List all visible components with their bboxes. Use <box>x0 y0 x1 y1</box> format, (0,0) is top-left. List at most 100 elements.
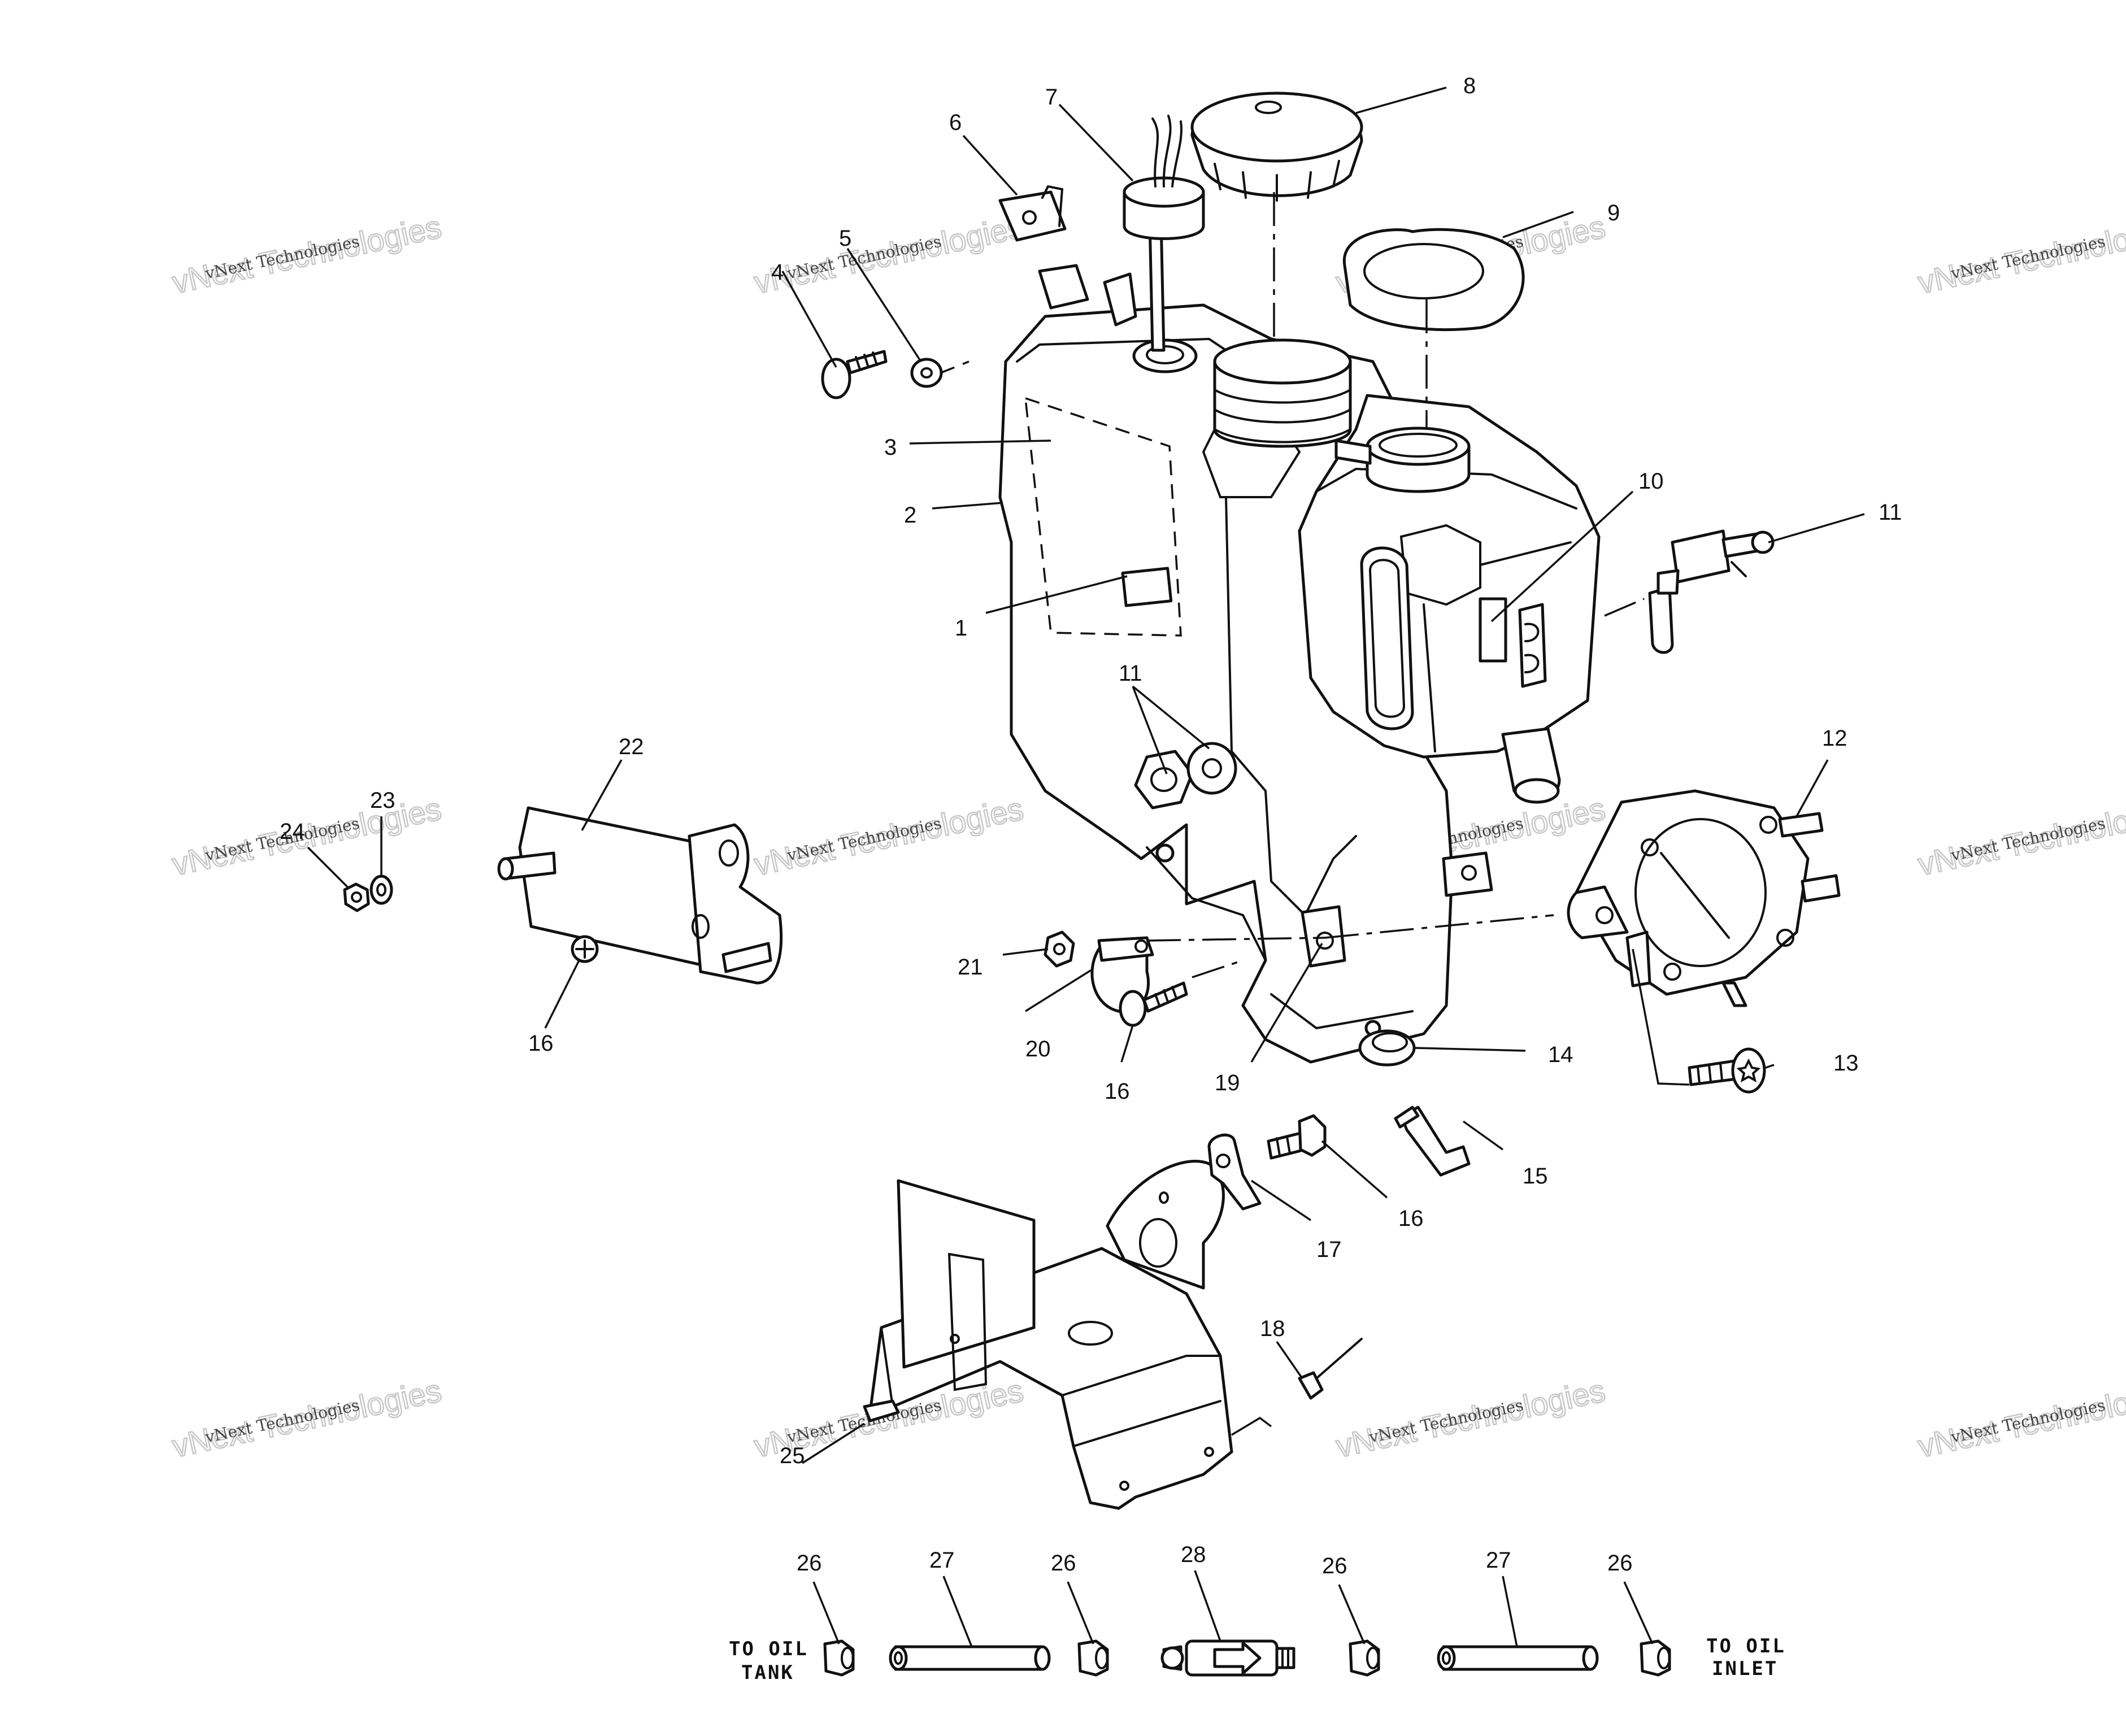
hose-27-a-end-right <box>1034 1645 1051 1671</box>
callout-4: 4 <box>771 260 784 285</box>
callout-21: 21 <box>958 955 983 980</box>
watermark-bottom-mid: vNext Technologies vNext Technologies <box>1332 1372 1609 1465</box>
callout-20: 20 <box>1025 1037 1051 1061</box>
leader-13-bracket <box>1632 949 1690 1086</box>
clip-17-body <box>1207 1133 1262 1211</box>
oil-reservoir <box>1298 394 1601 804</box>
leader-24 <box>307 846 349 888</box>
leader-7 <box>1058 103 1134 182</box>
leader-4 <box>781 271 837 368</box>
plate-25-ear-hole-small <box>1159 1191 1169 1204</box>
clamp-26-c-shape <box>1349 1639 1380 1677</box>
reservoir-right-line <box>1479 541 1572 566</box>
hose-27-b-end-right <box>1582 1645 1599 1671</box>
elbow-stub <box>1394 1106 1420 1129</box>
leader-25 <box>802 1422 865 1464</box>
axis-pump <box>1324 914 1554 939</box>
callout-12: 12 <box>1822 726 1847 751</box>
leader-27-a <box>942 1576 973 1647</box>
callout-26-d: 26 <box>1607 1551 1633 1576</box>
reservoir-front-line <box>1423 603 1436 752</box>
gasket-inner <box>1363 243 1484 299</box>
drain-valve <box>1648 529 1775 654</box>
pump-bore <box>1634 818 1767 967</box>
to-oil-inlet-line2: INLET <box>1712 1657 1778 1680</box>
axis-valve <box>1604 598 1645 617</box>
reservoir-neck-inner <box>1379 433 1458 458</box>
reservoir-sight-inner <box>1368 559 1406 718</box>
inline-filter-28 <box>1160 1639 1295 1677</box>
clamp-26-b-face <box>1095 1647 1108 1669</box>
leader-22 <box>581 759 623 831</box>
callout-9: 9 <box>1607 201 1620 225</box>
callout-26-b: 26 <box>1051 1551 1076 1576</box>
screw-16-mid-head <box>1119 990 1147 1027</box>
oil-tank-neck-line <box>1225 496 1267 792</box>
filler-thread-2 <box>1214 408 1351 424</box>
sender-wire-2 <box>1162 115 1172 188</box>
oil-tank-skirt-line <box>1146 846 1267 961</box>
sender-wire-1 <box>1151 118 1159 188</box>
leader-26-b <box>1067 1581 1094 1644</box>
label-sticker <box>1121 567 1173 607</box>
watermark-mid-left: vNext Technologies vNext Technologies <box>168 790 445 883</box>
hose-27-a-bore <box>894 1651 903 1665</box>
bolt-16-lower <box>1267 1114 1327 1160</box>
plate-25-small-hole-1 <box>950 1334 960 1344</box>
callout-3: 3 <box>884 435 897 460</box>
callout-26-c: 26 <box>1322 1554 1347 1578</box>
plate-25-slot <box>947 1252 988 1391</box>
leader-2 <box>932 502 1003 510</box>
cap-gasket <box>1342 228 1525 332</box>
callout-18: 18 <box>1260 1316 1285 1341</box>
clip-bend <box>1041 185 1064 227</box>
filter-28-outlet-ribs <box>1281 1647 1289 1669</box>
bracket-22-hole-1 <box>719 839 739 867</box>
washer-5-axis <box>940 360 969 374</box>
washer-23-hole <box>376 883 386 897</box>
line-end-labels: TO OIL TANK TO OIL INLET <box>729 1635 1784 1684</box>
cap-grip-1 <box>1214 163 1221 190</box>
hose-clamp-26-d <box>1640 1639 1671 1677</box>
callout-28: 28 <box>1181 1542 1206 1567</box>
tank-side-tab <box>1442 851 1493 897</box>
screw-13-head <box>1731 1047 1766 1094</box>
valve-handle <box>1648 586 1674 654</box>
bolt-16-lower-head <box>1298 1114 1327 1157</box>
clip-17 <box>1207 1133 1262 1211</box>
washer-5-hole <box>920 367 933 378</box>
assembly-axes <box>1146 192 1645 978</box>
screw-4 <box>821 350 888 399</box>
callout-14: 14 <box>1548 1042 1573 1067</box>
pump-outlet <box>1625 930 1651 987</box>
leader-16-left <box>544 960 580 1029</box>
callout-11-right: 11 <box>1879 500 1902 525</box>
pump-bolt-2 <box>1759 816 1777 834</box>
hose-27-b-bore <box>1442 1651 1451 1665</box>
reservoir-outlet-end <box>1514 778 1560 804</box>
watermark-top-right: vNext Technologies vNext Technologies <box>1914 208 2126 301</box>
callout-23: 23 <box>370 788 395 813</box>
grommet-14-inner <box>1372 1032 1408 1052</box>
oil-pump <box>1567 789 1841 1007</box>
rivet-18 <box>1298 1338 1363 1400</box>
watermark-top-center: vNext Technologies vNext Technologies <box>750 208 1027 301</box>
leader-18-arrow <box>1231 1416 1272 1436</box>
valve-nipple-end <box>1751 530 1775 554</box>
bolt-16-left-cross <box>575 939 594 959</box>
callout-26-a: 26 <box>797 1551 822 1576</box>
clamp-26-c-face <box>1366 1647 1380 1669</box>
hose-27-b-end-left <box>1437 1645 1456 1671</box>
reservoir-vent-nipple <box>1334 439 1372 465</box>
callout-16-mid: 16 <box>1105 1079 1130 1104</box>
clip-17-hole <box>1216 1154 1231 1168</box>
filter-28-inlet-nut <box>1160 1646 1184 1670</box>
oil-level-sender <box>1123 115 1205 352</box>
plate-25-tab <box>863 1399 900 1422</box>
callout-16-lower: 16 <box>1398 1206 1424 1231</box>
valve-stem <box>1657 569 1680 595</box>
watermark-mid-right: vNext Technologies vNext Technologies <box>1914 790 2126 883</box>
cap-grip-4 <box>1307 171 1312 199</box>
reservoir-clip-hook <box>1524 623 1540 673</box>
